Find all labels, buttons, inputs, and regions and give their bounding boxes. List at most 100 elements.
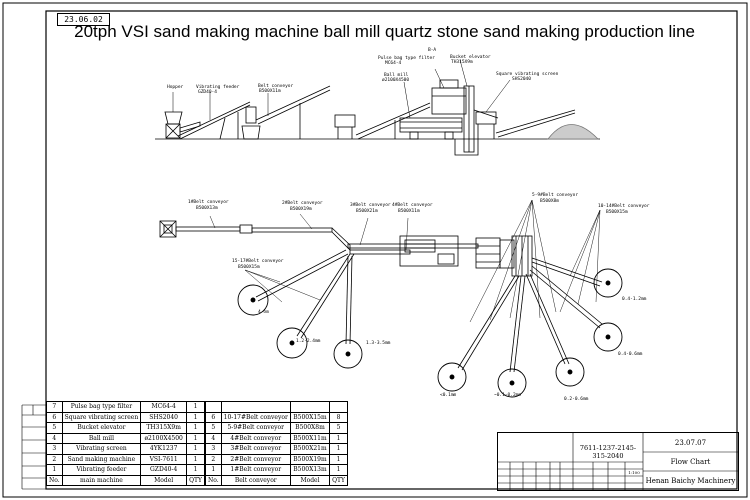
drawing-scale: 1:100: [628, 470, 640, 475]
table-cell: 5-9#Belt conveyor: [220, 422, 291, 434]
size-label-01-02: ~0.1-0.2mm: [494, 392, 521, 398]
plan-label-c10: 10-14#Belt conveyor: [598, 203, 650, 209]
elev-conveyor-1: [177, 101, 251, 137]
size-label-4mm: 4-ôm: [258, 308, 269, 315]
label-belt-conveyor: Belt conveyor: [258, 83, 294, 89]
crusher-shape: [245, 106, 257, 124]
pile-04-06: [593, 322, 623, 352]
label-bucket-elevator-model: TH315X9m: [451, 59, 473, 65]
pile-4mm: [237, 284, 269, 316]
table-cell: 1: [329, 443, 348, 455]
table-cell: 1: [186, 443, 205, 455]
table-cell: 4: [46, 432, 63, 444]
table-cell: B500X21m: [289, 443, 331, 455]
table-cell: VSI-7611: [140, 453, 188, 465]
table-cell: 3#Belt conveyor: [220, 443, 291, 455]
plan-conveyor-1: [175, 226, 241, 232]
table-cell: 1: [186, 432, 205, 444]
company-name: Henan Baichy Machinery: [645, 477, 736, 485]
plan-label-c4-model: B500X11m: [398, 208, 420, 214]
table-cell: SHS2040: [140, 411, 188, 423]
elev-conveyor-out: [495, 109, 576, 134]
label-pulse-filter-model: MC64-4: [385, 60, 402, 66]
plan-screen-block: [475, 237, 501, 269]
table-cell: Model: [289, 474, 331, 486]
plan-label-c4: 4#Belt conveyor: [392, 202, 433, 208]
table-cell: 3: [46, 443, 63, 455]
table-cell: 1: [186, 401, 205, 413]
table-row: [205, 401, 348, 413]
table-cell: QTY: [186, 474, 205, 486]
table-cell: 10-17#Belt conveyor: [220, 411, 291, 423]
date-stamp: 23.06.02: [57, 13, 110, 26]
table-cell: No.: [46, 474, 63, 486]
table-cell: 1: [186, 464, 205, 476]
elevation-text: Hopper Vibrating feeder GZD40-4 Belt con…: [167, 47, 559, 95]
label-square-screen: Square vibrating screen: [496, 71, 559, 77]
size-label-1-2: 1.2-2.4mm: [296, 338, 321, 344]
elevation-view: [155, 79, 600, 156]
table-cell: 6: [46, 411, 63, 423]
elev-conveyor-2: [255, 85, 331, 121]
label-bucket-elevator: Bucket elevator: [450, 54, 491, 60]
table-cell: 1: [329, 453, 348, 465]
size-label-04-06: 0.4-0.6mm: [618, 351, 643, 357]
table-cell: Vibrating screen: [61, 443, 142, 455]
table-cell: No.: [205, 474, 222, 486]
table-cell: GZD40-4: [140, 464, 188, 476]
table-cell: 1#Belt conveyor: [220, 464, 291, 476]
size-label-04-12: 0.4-1.2mm: [622, 296, 647, 302]
plan-label-c3: 3#Belt conveyor: [350, 202, 391, 208]
label-belt-conveyor-model: B500X11m: [259, 88, 281, 94]
table-cell: 2#Belt conveyor: [220, 453, 291, 465]
table-cell: 4#Belt conveyor: [220, 432, 291, 444]
table-cell: 7: [46, 401, 63, 413]
hopper-shape: [164, 111, 183, 125]
table-cell: [220, 401, 291, 413]
label-pulse-filter: Pulse bag type filter: [378, 55, 435, 61]
title-block-grid: [498, 433, 738, 490]
plan-ball-mill-area: [399, 235, 459, 267]
inner-frame: [45, 10, 738, 490]
table-cell: 2: [205, 453, 222, 465]
table-cell: 1: [46, 464, 63, 476]
ball-mill-shape: [399, 117, 463, 133]
table-cell: 1: [329, 432, 348, 444]
table-cell: B500X19m: [289, 453, 331, 465]
sand-pile: [547, 124, 599, 140]
size-label-02-06: 0.2-0.6mm: [564, 396, 589, 402]
table-cell: B500X13m: [289, 464, 331, 476]
plan-label-c2-model: B500X19m: [290, 206, 312, 212]
drawing-date: 23.07.07: [674, 439, 707, 447]
pile-04-12: [593, 268, 623, 298]
label-hopper: Hopper: [167, 84, 184, 90]
table-cell: 8: [329, 411, 348, 423]
table-cell: 5: [46, 422, 63, 434]
plan-label-c3-model: B500X21m: [356, 208, 378, 214]
table-cell: Belt conveyor: [220, 474, 291, 486]
label-ball-mill-model: ø2100X4500: [382, 77, 409, 83]
plan-label-c5-model: B500X8m: [540, 198, 559, 204]
plan-label-c10-model: B500X15m: [606, 209, 628, 215]
plan-conveyor-2: [251, 227, 333, 233]
table-cell: 1: [186, 411, 205, 423]
size-label-lt01: <0.1mm: [440, 392, 457, 398]
table-cell: 1: [186, 453, 205, 465]
table-cell: 4: [205, 432, 222, 444]
